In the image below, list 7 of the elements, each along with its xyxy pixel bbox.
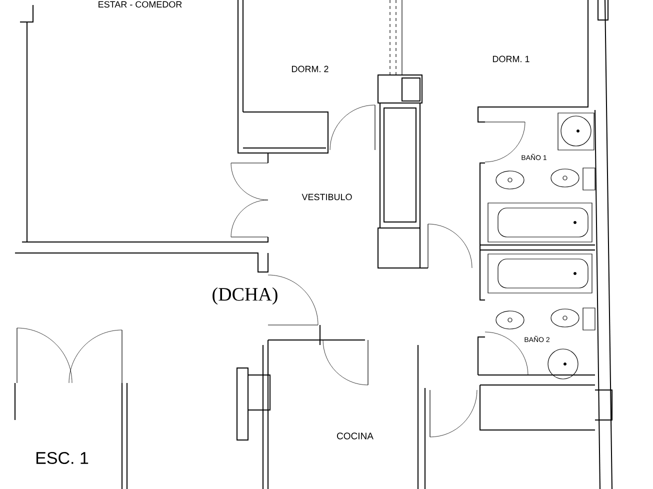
- room-label: VESTIBULO: [302, 194, 352, 200]
- room-label: COCINA: [337, 432, 374, 440]
- room-label: DORM. 2: [292, 66, 328, 72]
- room-label: ESC. 1: [36, 452, 88, 464]
- room-label: (DCHA): [212, 287, 278, 305]
- room-label: DORM. 1: [493, 56, 530, 62]
- room-label: ESTAR - COMEDOR: [98, 1, 182, 8]
